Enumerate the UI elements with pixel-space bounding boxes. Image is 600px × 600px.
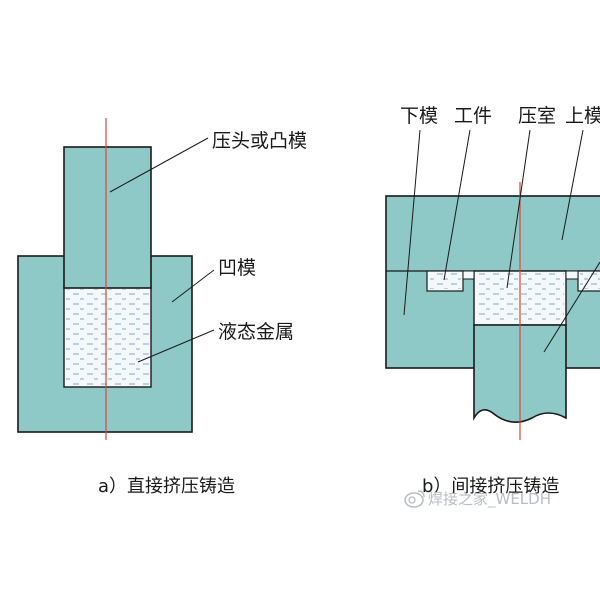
caption-b: b）间接挤压铸造: [422, 476, 559, 497]
watermark: 焊接之家_WELDH: [404, 490, 551, 509]
gate-left: [462, 270, 475, 280]
leader-plunger: [543, 261, 600, 353]
punch: [63, 146, 152, 289]
leader-liquid: [137, 329, 215, 363]
label-die: 凹模: [218, 257, 256, 279]
leader-die: [171, 269, 215, 303]
liquid-metal-dashes: [66, 289, 149, 385]
leader-chamber: [506, 129, 531, 289]
leader-upper-die: [561, 129, 584, 241]
direct-squeeze-diagram: 压头或凸模 凹模 液态金属 a）直接挤压铸造: [17, 118, 307, 497]
workpiece-cavity-left-dashes: [429, 273, 461, 289]
leader-punch: [109, 137, 209, 193]
label-lower-die: 下模: [400, 105, 438, 127]
label-workpiece: 工件: [454, 105, 492, 127]
gate-right: [565, 270, 579, 280]
indirect-squeeze-diagram: 下模 工件 压室 上模 b）间接挤压铸造: [385, 105, 600, 497]
label-upper-die: 上模: [565, 105, 600, 127]
weibo-icon: [404, 490, 425, 508]
leader-workpiece: [443, 129, 471, 281]
label-liquid-metal: 液态金属: [218, 321, 294, 343]
leader-lower-die: [403, 129, 421, 316]
workpiece-cavity-right-dashes: [580, 273, 600, 289]
caption-a: a）直接挤压铸造: [98, 476, 235, 497]
watermark-text: 焊接之家_WELDH: [428, 490, 551, 509]
label-punch: 压头或凸模: [212, 130, 307, 152]
label-chamber: 压室: [518, 105, 556, 127]
